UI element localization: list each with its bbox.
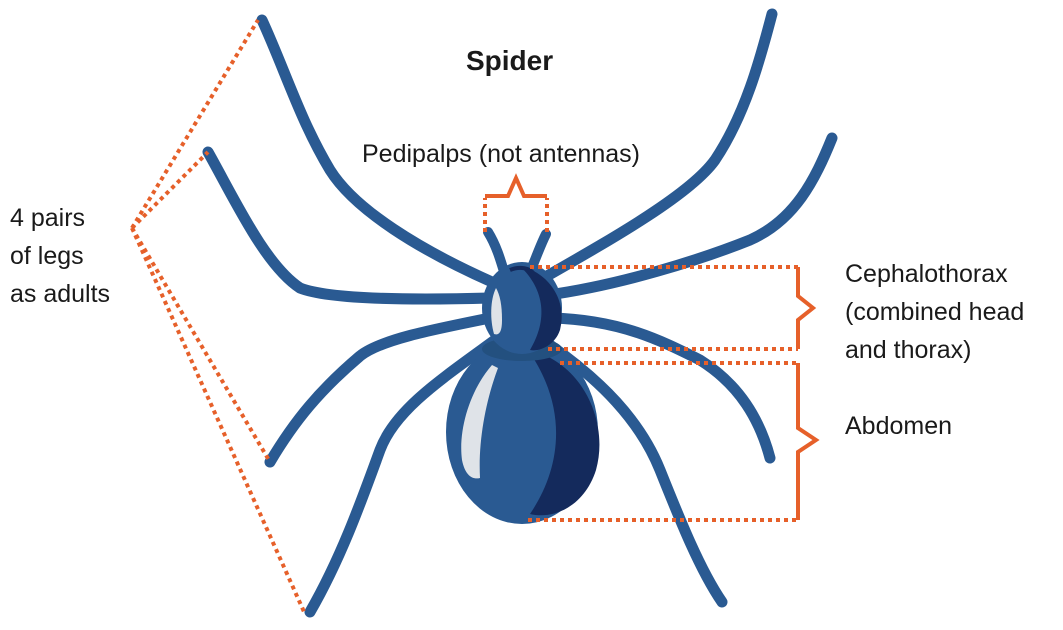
leg-left-2 xyxy=(208,152,490,299)
cephalothorax-shape xyxy=(482,262,562,354)
label-legs-line-2: of legs xyxy=(10,240,84,273)
diagram-title: Spider xyxy=(466,44,553,77)
label-legs-line-1: 4 pairs xyxy=(10,202,85,235)
legs-annotation-lines xyxy=(132,20,305,614)
pedipalps-bracket xyxy=(485,178,547,232)
label-legs-line-3: as adults xyxy=(10,278,110,311)
cephalothorax-bracket xyxy=(530,267,813,349)
label-pedipalps: Pedipalps (not antennas) xyxy=(362,138,640,171)
label-cephalothorax-line-2: (combined head xyxy=(845,296,1024,329)
label-abdomen: Abdomen xyxy=(845,410,952,443)
label-cephalothorax-line-1: Cephalothorax xyxy=(845,258,1008,291)
label-cephalothorax-line-3: and thorax) xyxy=(845,334,971,367)
